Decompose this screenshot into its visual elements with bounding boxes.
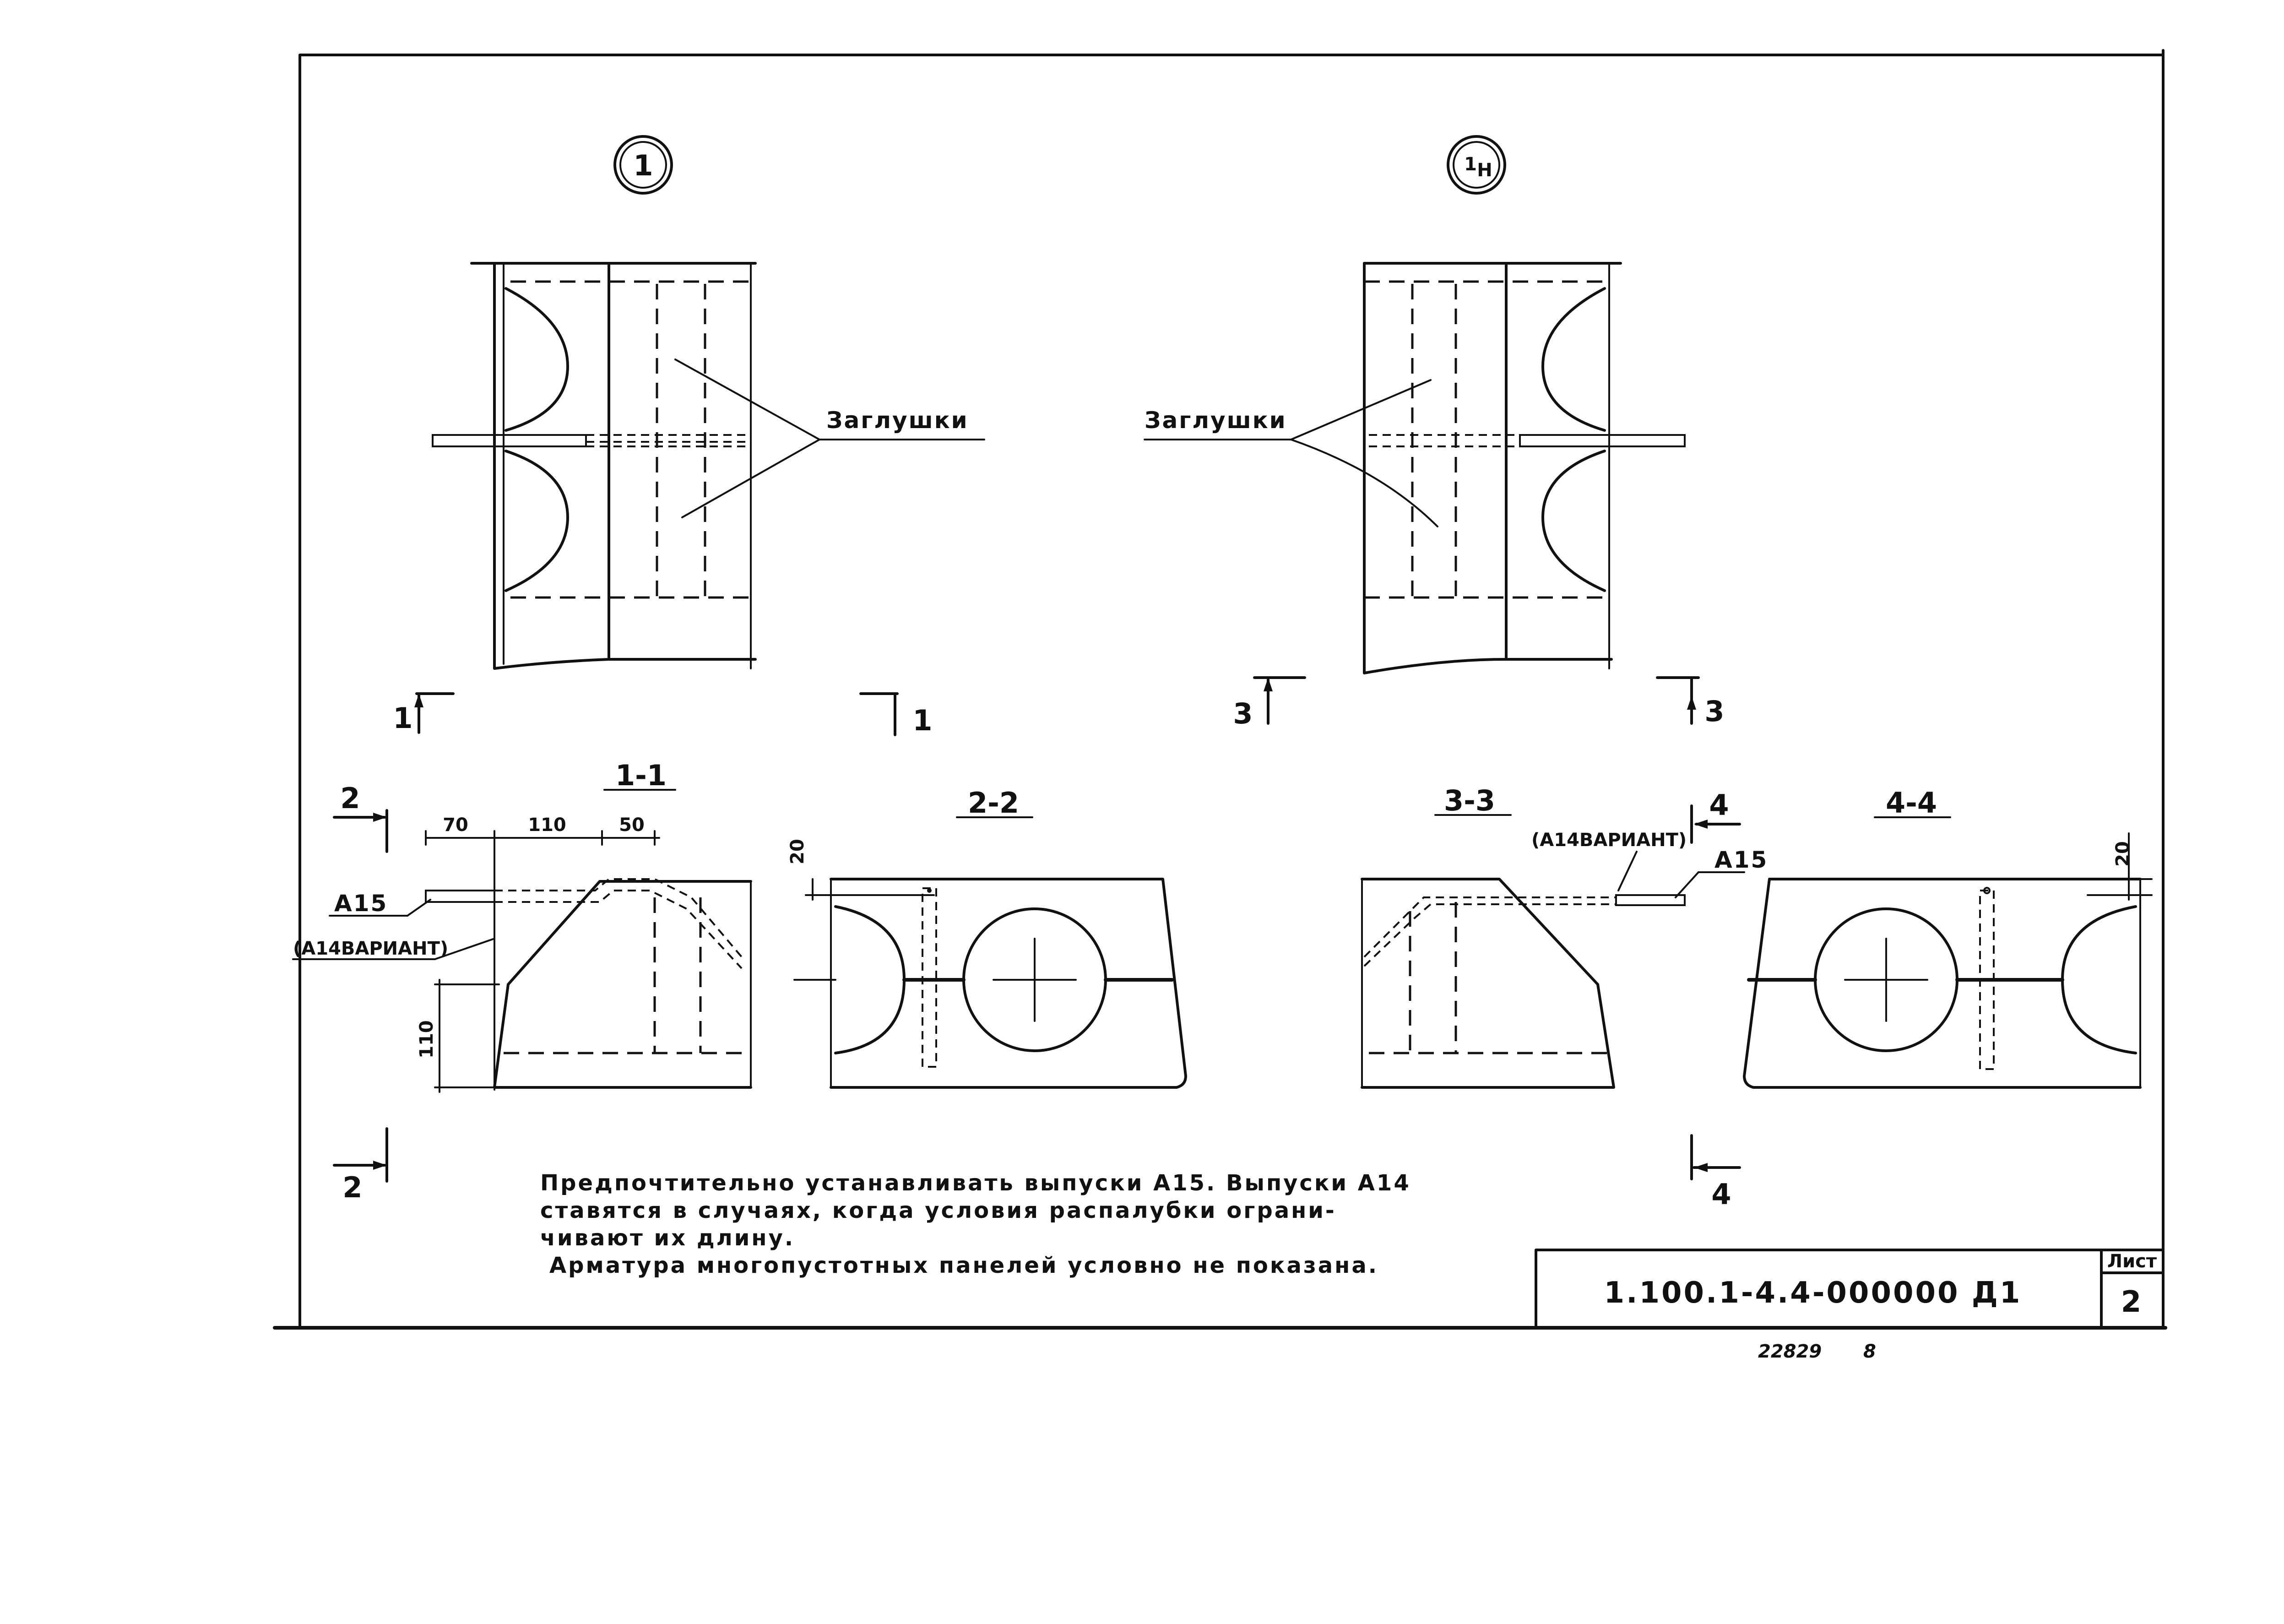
cut-marker-4-top-label: 4 — [1709, 788, 1729, 822]
cut-marker-1-left-label: 1 — [393, 701, 412, 735]
section-title-1-1: 1-1 — [615, 759, 667, 792]
section-2-2-drawing: 20 — [787, 839, 1187, 1089]
cut-marker-3-right: 3 — [1656, 676, 1725, 728]
section-4-4-drawing: 20 — [1743, 832, 2153, 1089]
title-block: 1.100.1-4.4-000000 Д1 Лист 2 — [1535, 1249, 2165, 1329]
cut-marker-3-left-label: 3 — [1233, 697, 1253, 730]
format-number: 8 — [1863, 1341, 1876, 1362]
detail-marker-1n-main: 1 — [1464, 154, 1477, 175]
section-title-4-4: 4-4 — [1886, 786, 1937, 820]
dim-20-left: 20 — [787, 839, 808, 864]
cut-marker-3-left: 3 — [1233, 676, 1306, 730]
note-line-4: Арматура многопустотных панелей условно … — [549, 1253, 1378, 1278]
drawing-frame — [273, 49, 2167, 1330]
cut-marker-2-bottom-label: 2 — [342, 1171, 362, 1204]
cut-marker-2-top: 2 — [333, 782, 388, 853]
rebar-label-a15-left: А15 — [334, 890, 388, 917]
plugs-label-left: Заглушки — [826, 407, 969, 434]
rebar-label-a14-left: (А14ВАРИАНТ) — [293, 938, 448, 959]
section-3-3-drawing — [1361, 851, 1745, 1089]
plugs-label-right: Заглушки — [1145, 407, 1287, 434]
rebar-label-a14-right: (А14ВАРИАНТ) — [1531, 830, 1687, 851]
detail-marker-1: 1 — [613, 135, 673, 195]
notes: Предпочтительно устанавливать выпуски А1… — [540, 1170, 1411, 1278]
detail-marker-1n-sub: Н — [1477, 160, 1492, 181]
dim-20-right: 20 — [2112, 841, 2133, 867]
inventory-number: 22829 — [1758, 1341, 1822, 1362]
detail-marker-1-label: 1 — [633, 149, 653, 182]
note-line-2: ставятся в случаях, когда условия распал… — [540, 1198, 1336, 1223]
cut-marker-2-top-label: 2 — [340, 782, 360, 815]
note-line-1: Предпочтительно устанавливать выпуски А1… — [540, 1170, 1411, 1196]
cut-marker-2-bottom: 2 — [333, 1127, 388, 1204]
sheet-label: Лист — [2107, 1251, 2157, 1272]
cut-marker-1-left: 1 — [393, 692, 455, 735]
cut-marker-3-right-label: 3 — [1704, 695, 1724, 728]
plan-view-right — [1144, 262, 1686, 674]
rebar-label-a15-right: А15 — [1714, 847, 1768, 873]
drawing-code: 1.100.1-4.4-000000 Д1 — [1604, 1276, 2022, 1310]
cut-marker-1-right-label: 1 — [912, 704, 932, 737]
sheet-number: 2 — [2121, 1285, 2143, 1319]
dim-70: 70 — [443, 815, 468, 836]
section-1-1-drawing: 70 110 50 110 — [292, 815, 752, 1093]
dim-110-horizontal: 110 — [528, 815, 566, 836]
cut-marker-4-bottom: 4 — [1690, 1134, 1741, 1211]
cut-marker-4-bottom-label: 4 — [1711, 1178, 1731, 1211]
note-line-3: чивают их длину. — [540, 1225, 795, 1251]
cut-marker-1-right: 1 — [859, 692, 933, 737]
section-title-3-3: 3-3 — [1444, 784, 1495, 817]
detail-marker-1n: 1 Н — [1447, 135, 1506, 195]
dim-110-vertical: 110 — [416, 1020, 437, 1059]
section-title-2-2: 2-2 — [968, 786, 1019, 820]
cut-marker-4-top: 4 — [1690, 788, 1741, 844]
dim-50: 50 — [619, 815, 645, 836]
plan-view-left — [432, 262, 985, 670]
